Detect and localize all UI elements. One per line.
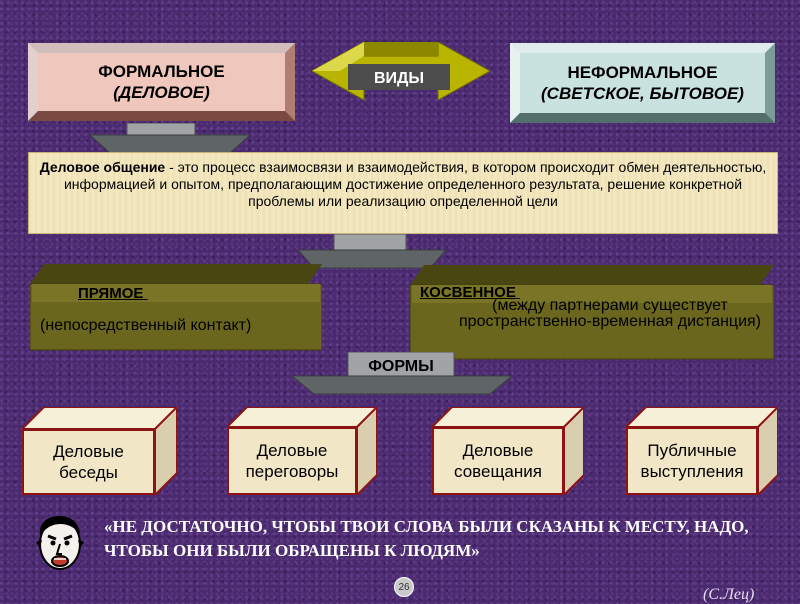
form-line1: Деловые [462, 441, 534, 460]
informal-type-box: НЕФОРМАЛЬНОЕ (СВЕТСКОЕ, БЫТОВОЕ) [510, 43, 775, 123]
form-line1: Деловые [256, 441, 328, 460]
direct-box-frame [30, 264, 322, 351]
form-line2: совещания [454, 462, 542, 481]
form-cube-negotiations: Деловые переговоры [227, 407, 377, 495]
connector-middle [298, 234, 446, 269]
definition-text: - это процесс взаимосвязи и взаимодейств… [63, 159, 767, 209]
page-number: 26 [394, 577, 414, 597]
indirect-box-frame [410, 265, 774, 360]
form-line2: беседы [59, 463, 118, 482]
informal-title: НЕФОРМАЛЬНОЕ [567, 63, 718, 82]
forms-label: ФОРМЫ [368, 358, 434, 375]
form-cube-speeches: Публичные выступления [626, 407, 778, 495]
form-box-meetings: Деловые совещания [432, 427, 564, 495]
direct-title: ПРЯМОЕ [78, 285, 148, 302]
types-arrow-label: ВИДЫ [374, 70, 424, 87]
quote-text: «НЕ ДОСТАТОЧНО, ЧТОБЫ ТВОИ СЛОВА БЫЛИ СК… [104, 517, 749, 560]
form-cube-conversations: Деловые беседы [22, 407, 177, 495]
connector-top [90, 123, 250, 154]
formal-type-box: ФОРМАЛЬНОЕ (ДЕЛОВОЕ) [28, 43, 295, 121]
formal-title: ФОРМАЛЬНОЕ [98, 62, 225, 81]
form-line1: Деловые [53, 442, 124, 461]
form-line1: Публичные [647, 441, 737, 460]
speaker-face-icon [36, 516, 84, 570]
indirect-title: КОСВЕННОЕ [420, 284, 520, 301]
forms-connector [292, 352, 512, 395]
form-line2: переговоры [245, 462, 339, 481]
definition-box: Деловое общение - это процесс взаимосвяз… [28, 152, 778, 234]
form-box-conversations: Деловые беседы [22, 429, 155, 495]
definition-term: Деловое общение [39, 159, 166, 175]
form-box-negotiations: Деловые переговоры [227, 427, 357, 495]
direct-box: ПРЯМОЕ (непосредственный контакт) [30, 284, 322, 350]
form-cube-meetings: Деловые совещания [432, 407, 584, 495]
quote-author: (С.Лец) [703, 586, 755, 603]
indirect-desc: (между партнерами существует пространств… [459, 297, 761, 330]
formal-subtitle: (ДЕЛОВОЕ) [113, 83, 210, 102]
indirect-box: КОСВЕННОЕ (между партнерами существует п… [410, 284, 774, 358]
double-arrow-icon: ВИДЫ [312, 41, 490, 101]
direct-desc: (непосредственный контакт) [40, 317, 252, 334]
form-box-speeches: Публичные выступления [626, 427, 758, 495]
informal-subtitle: (СВЕТСКОЕ, БЫТОВОЕ) [541, 84, 744, 103]
form-line2: выступления [640, 462, 744, 481]
